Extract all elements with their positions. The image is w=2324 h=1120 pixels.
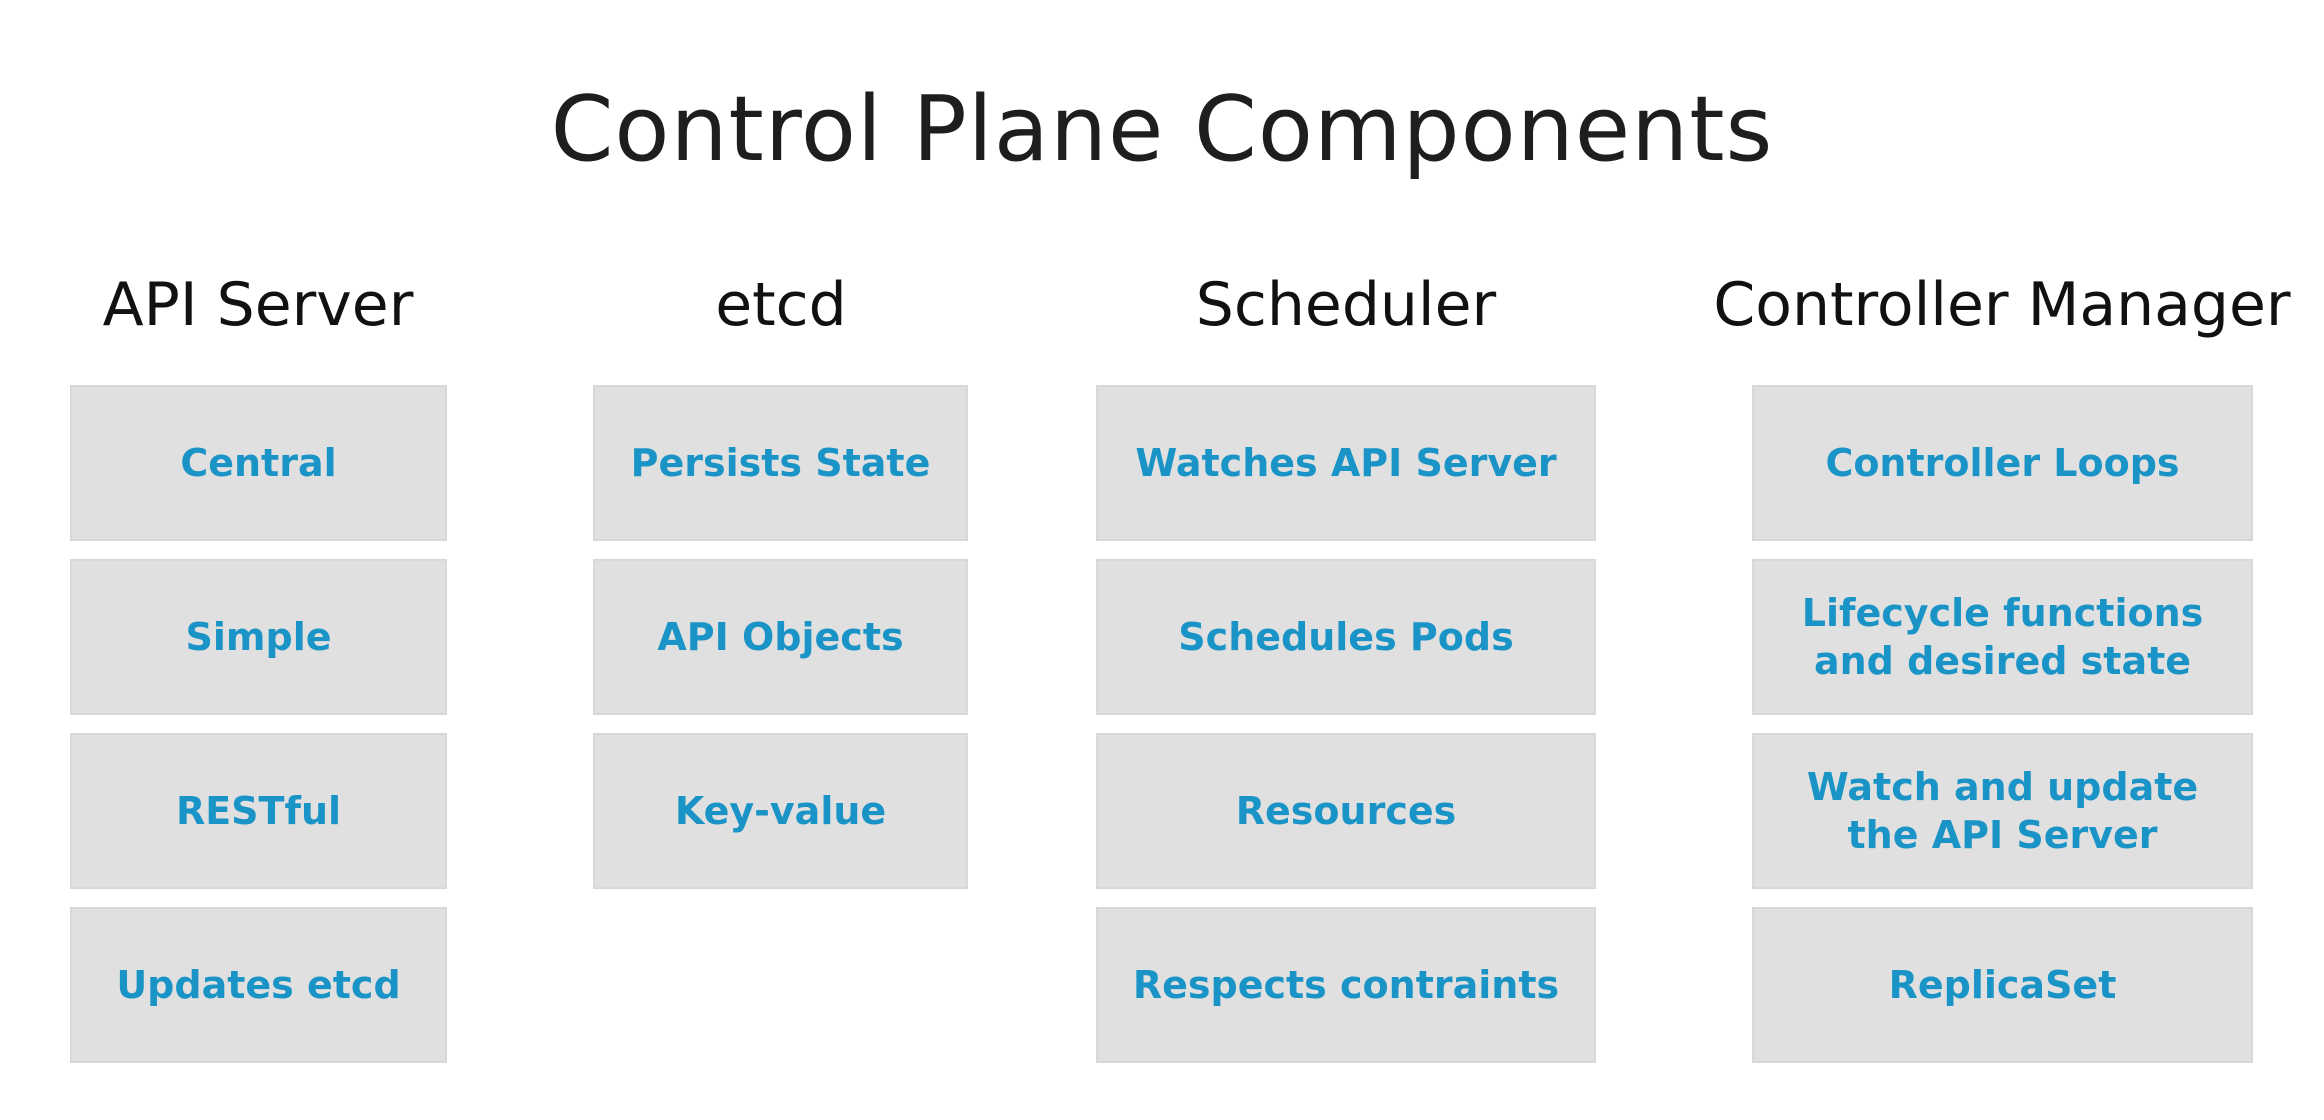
card-label: Key-value: [674, 789, 887, 833]
card-watch-and-update: Watch and update the API Server: [1752, 733, 2253, 889]
card-simple: Simple: [70, 559, 447, 715]
card-label: Watches API Server: [1135, 441, 1557, 485]
card-label: Updates etcd: [116, 963, 401, 1007]
card-replicaset: ReplicaSet: [1752, 907, 2253, 1063]
card-label: Persists State: [630, 441, 931, 485]
card-label: Central: [180, 441, 337, 485]
card-label: Simple: [185, 615, 332, 659]
card-lifecycle-functions: Lifecycle functions and desired state: [1752, 559, 2253, 715]
card-label: Controller Loops: [1825, 441, 2180, 485]
card-label: ReplicaSet: [1888, 963, 2117, 1007]
card-key-value: Key-value: [593, 733, 968, 889]
card-updates-etcd: Updates etcd: [70, 907, 447, 1063]
card-central: Central: [70, 385, 447, 541]
column-title-scheduler: Scheduler: [1195, 270, 1497, 340]
card-schedules-pods: Schedules Pods: [1096, 559, 1596, 715]
card-restful: RESTful: [70, 733, 447, 889]
card-label: Schedules Pods: [1178, 615, 1514, 659]
card-persists-state: Persists State: [593, 385, 968, 541]
card-label: Respects contraints: [1132, 963, 1560, 1007]
card-api-objects: API Objects: [593, 559, 968, 715]
column-title-controller-manager: Controller Manager: [1713, 270, 2291, 340]
card-respects-contraints: Respects contraints: [1096, 907, 1596, 1063]
card-watches-api-server: Watches API Server: [1096, 385, 1596, 541]
card-label: Resources: [1235, 789, 1457, 833]
card-controller-loops: Controller Loops: [1752, 385, 2253, 541]
card-resources: Resources: [1096, 733, 1596, 889]
card-label: API Objects: [657, 615, 904, 659]
page-title: Control Plane Components: [550, 77, 1774, 182]
column-title-api-server: API Server: [102, 270, 414, 340]
card-label: RESTful: [175, 789, 342, 833]
column-title-etcd: etcd: [715, 270, 847, 340]
card-label: Lifecycle functions and desired state: [1801, 591, 2204, 683]
card-label: Watch and update the API Server: [1806, 765, 2199, 857]
